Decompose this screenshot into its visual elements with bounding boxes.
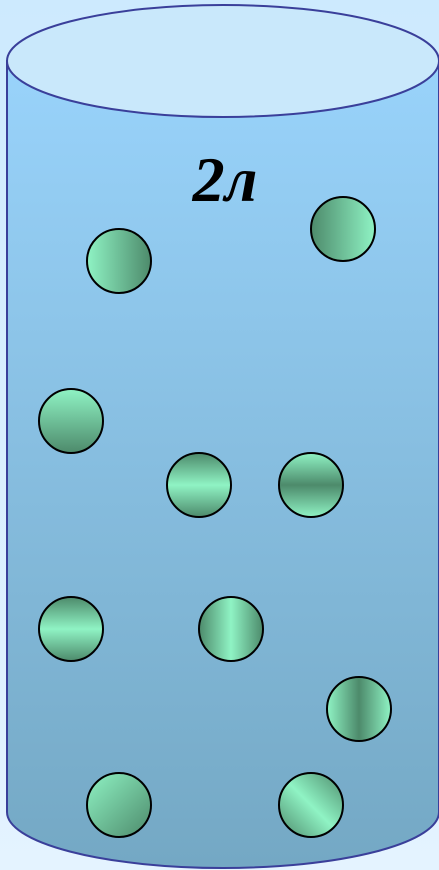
particle [279,773,343,837]
particle [167,453,231,517]
particle [311,197,375,261]
particle [39,389,103,453]
volume-label: 2л [150,140,300,220]
particle [39,597,103,661]
particle [199,597,263,661]
particle [87,229,151,293]
particle [327,677,391,741]
particle [87,773,151,837]
particle [279,453,343,517]
cylinder-top [7,5,439,117]
